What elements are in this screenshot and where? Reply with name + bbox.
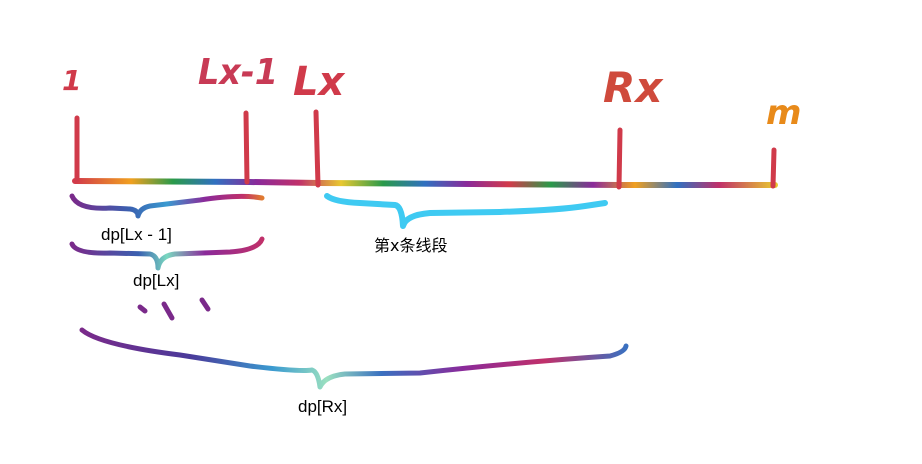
tick-lx [313, 109, 321, 188]
brace-dp-lx-minus-1 [69, 193, 265, 219]
label-start: 1 [62, 64, 81, 97]
label-end: m [766, 93, 801, 133]
label-lx-minus-1: Lx-1 [198, 52, 278, 93]
label-dp-lx: dp[Lx] [133, 271, 179, 290]
continuation-dots [137, 297, 211, 321]
brace-dp-lx [69, 236, 265, 271]
label-dp-lx-minus-1: dp[Lx - 1] [101, 225, 172, 244]
brace-segment-x [324, 193, 608, 229]
brace-dp-rx [79, 327, 629, 390]
label-rx: Rx [603, 63, 664, 112]
tick-lx-minus-1 [243, 110, 250, 185]
tick-end [770, 147, 777, 189]
label-lx: Lx [293, 59, 345, 105]
label-dp-rx: dp[Rx] [298, 397, 347, 416]
number-line [72, 178, 778, 188]
tick-rx [616, 127, 623, 190]
label-segment-x: 第x条线段 [374, 236, 447, 255]
